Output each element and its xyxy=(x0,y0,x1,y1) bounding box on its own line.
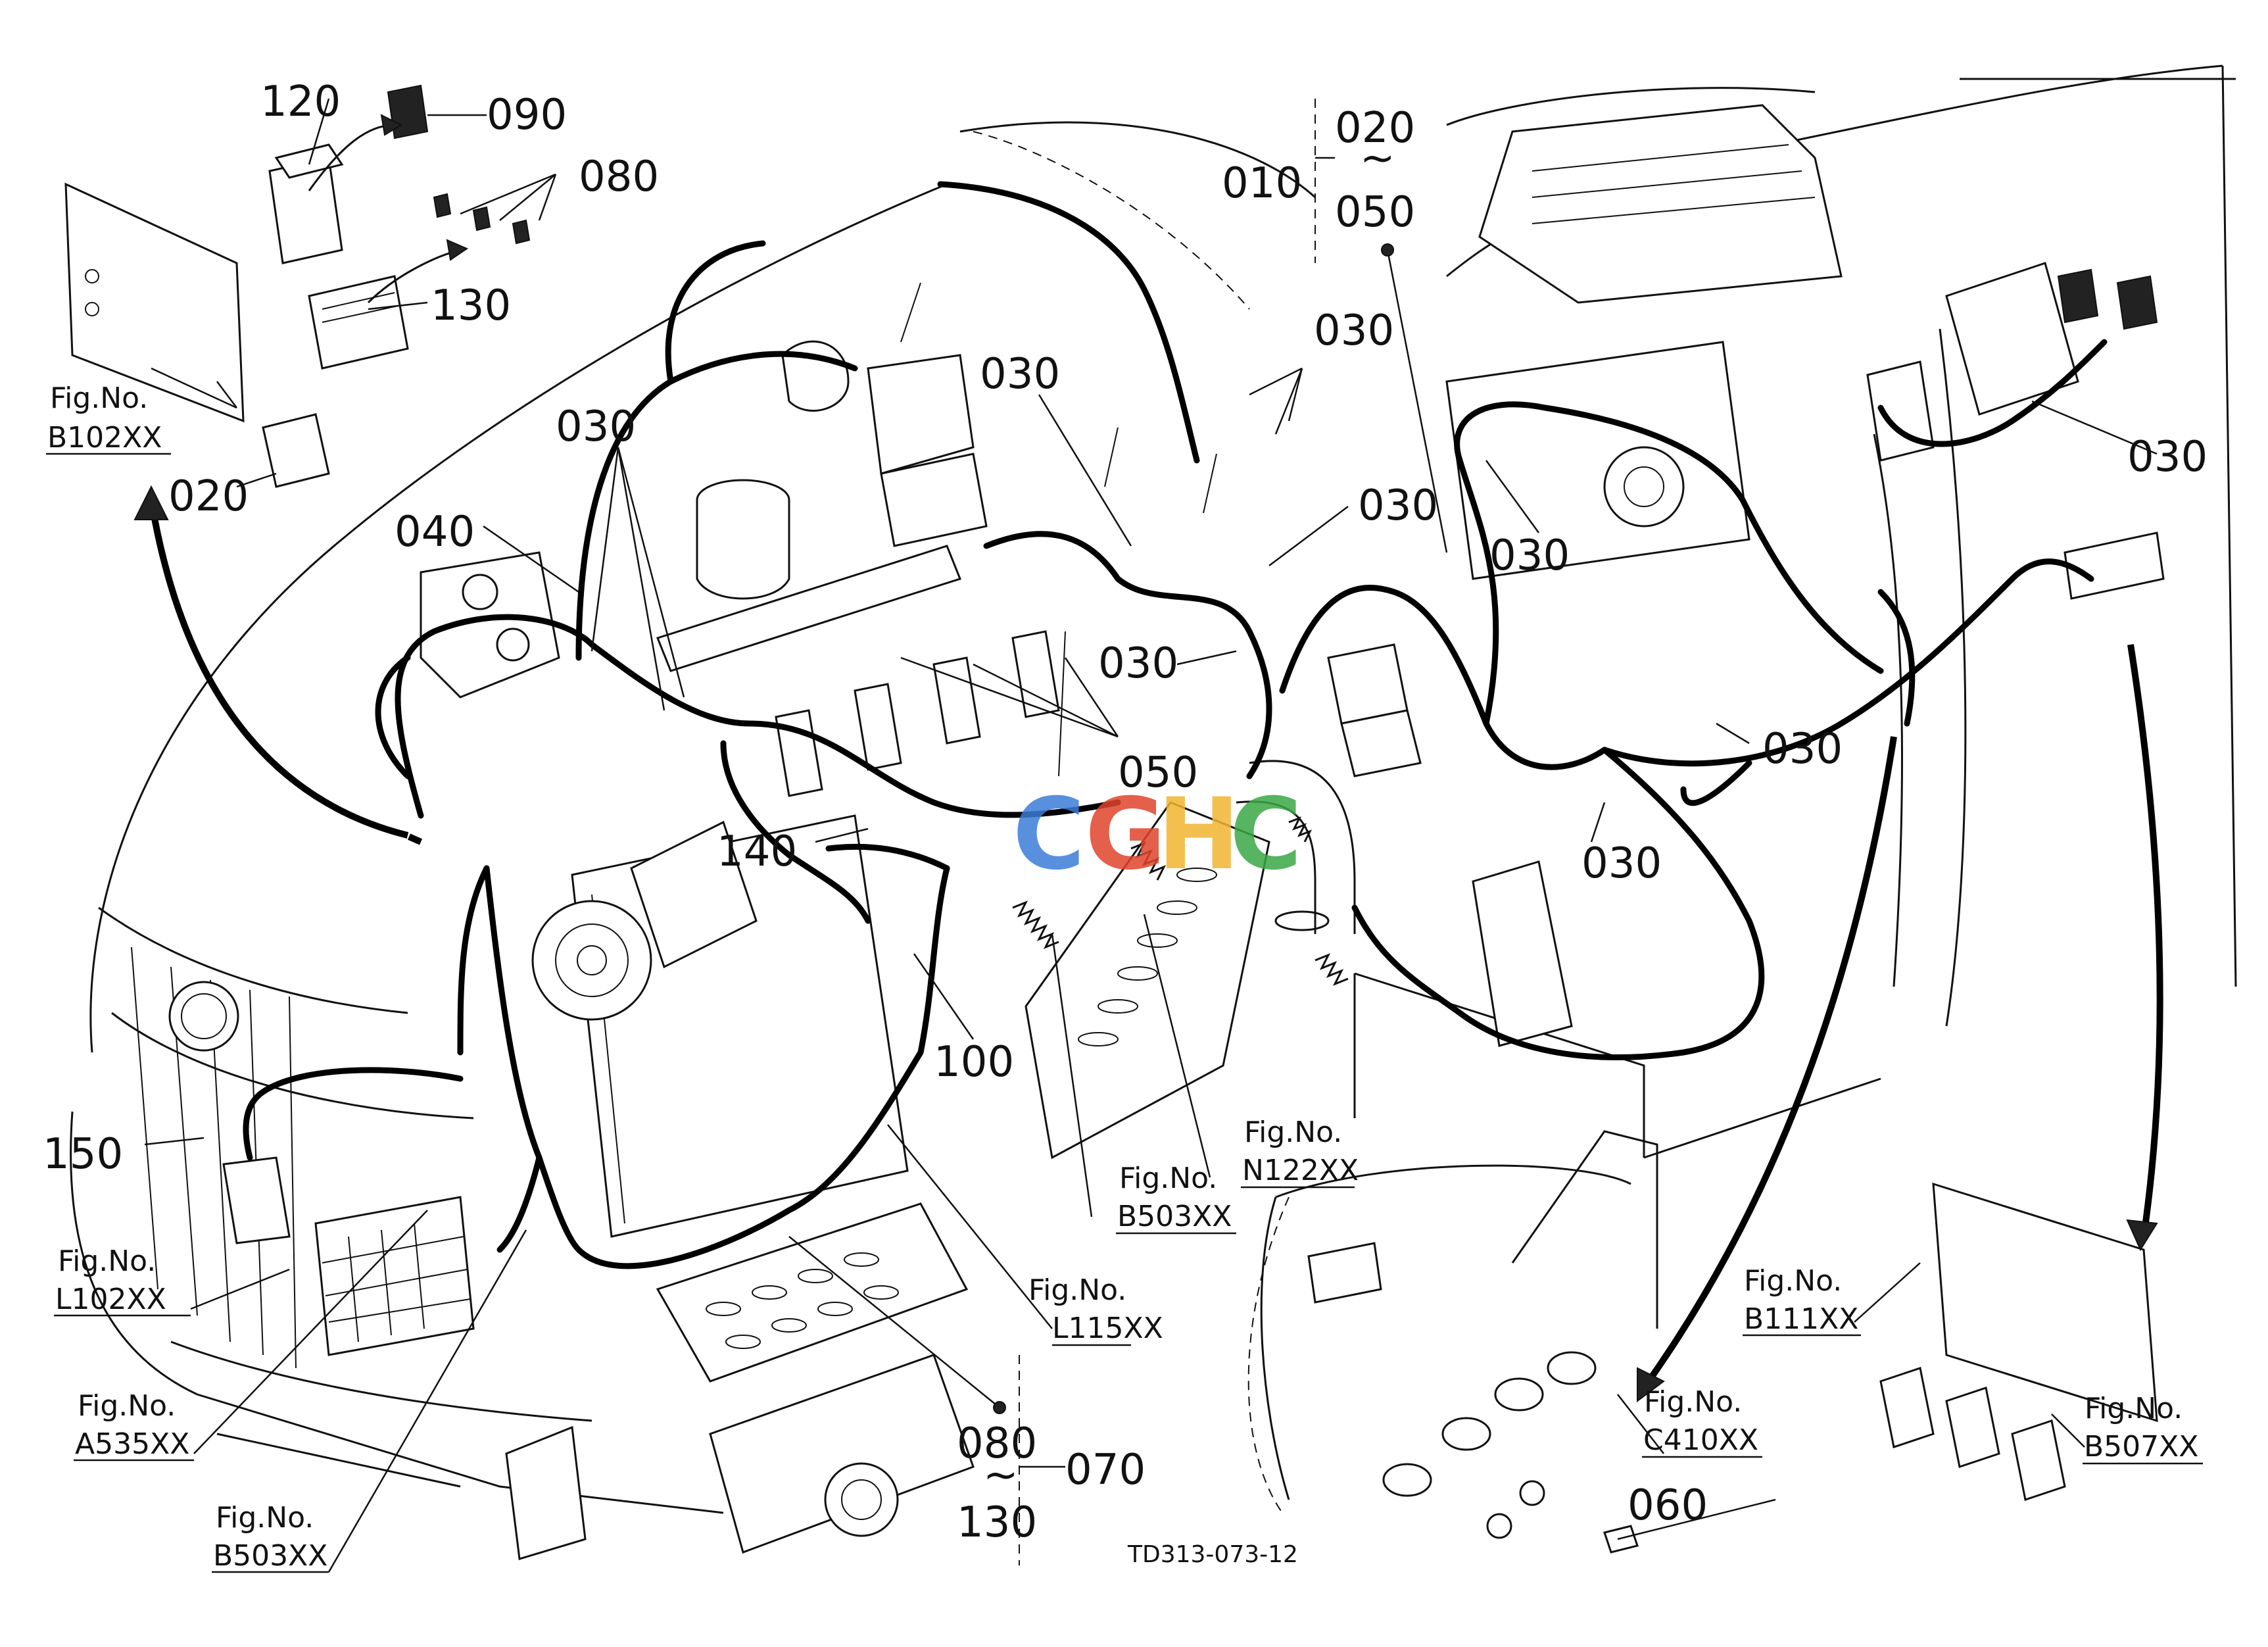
callout-020: 020 xyxy=(168,472,249,521)
range-top-tilde: ~ xyxy=(1360,134,1395,183)
ecu xyxy=(1945,262,2079,416)
relay-020 xyxy=(262,413,330,488)
rotary-valve xyxy=(1603,446,1685,528)
leader-lines xyxy=(144,98,2158,1573)
supply-pump xyxy=(531,900,652,1021)
solenoid-2 xyxy=(1340,709,1422,777)
watermark-letter-2: G xyxy=(1085,777,1166,892)
range-top-end: 050 xyxy=(1335,188,1415,237)
range-bottom-tilde: ~ xyxy=(983,1451,1019,1500)
fig-ref-n122xx-code: N122XX xyxy=(1242,1154,1359,1187)
fig-ref-c410xx-prefix: Fig.No. xyxy=(1644,1385,1742,1419)
watermark-letter-3: H xyxy=(1157,777,1240,892)
glow-plugs xyxy=(900,282,1217,777)
fig-ref-l115xx-prefix: Fig.No. xyxy=(1028,1273,1126,1307)
callout-070: 070 xyxy=(1065,1446,1146,1494)
fig-ref-b507xx-code: B507XX xyxy=(2084,1430,2198,1463)
callout-140: 140 xyxy=(717,827,797,876)
diagram-id: TD313-073-12 xyxy=(1127,1541,1298,1568)
injection-pump-left xyxy=(420,551,560,699)
callout-numbers: 120 090 080 130 020 040 030 030 030 030 … xyxy=(43,78,2208,1547)
battery-crate xyxy=(314,1196,475,1356)
front-emblem xyxy=(168,981,239,1052)
callout-030-f: 030 xyxy=(1489,531,1570,580)
common-rail xyxy=(656,545,961,672)
fig-ref-b503xx-2-prefix: Fig.No. xyxy=(1119,1162,1217,1195)
callout-030-i: 030 xyxy=(1581,839,1662,888)
tank-block xyxy=(1445,341,1750,580)
range-bottom-end: 130 xyxy=(957,1498,1037,1547)
callout-050: 050 xyxy=(1118,749,1198,797)
engine-components xyxy=(64,84,2165,1554)
range-top-start: 020 xyxy=(1335,104,1415,153)
fuse-090 xyxy=(387,84,429,139)
callout-040: 040 xyxy=(395,508,475,556)
callout-030-h: 030 xyxy=(1762,725,1843,774)
callout-100: 100 xyxy=(934,1038,1014,1087)
callout-030-c: 030 xyxy=(1314,307,1394,355)
reference-arrows xyxy=(133,114,2163,1402)
fig-ref-b102xx-prefix: Fig.No. xyxy=(50,381,148,415)
range-bottom-start: 080 xyxy=(957,1419,1037,1468)
fig-ref-b503xx-1-prefix: Fig.No. xyxy=(216,1501,314,1535)
fig-ref-l115xx-code: L115XX xyxy=(1052,1312,1163,1345)
relay-bracket xyxy=(1932,1182,2158,1423)
muffler-shroud xyxy=(1025,801,1270,1160)
step-block xyxy=(1307,1242,1382,1304)
callout-130: 130 xyxy=(431,282,511,330)
callout-030-b: 030 xyxy=(980,350,1060,399)
fig-ref-c410xx-code: C410XX xyxy=(1643,1423,1758,1457)
fuse-panel xyxy=(64,182,245,423)
injectors xyxy=(775,630,1060,797)
callout-090: 090 xyxy=(487,91,567,139)
fig-ref-b102xx-code: B102XX xyxy=(47,421,162,455)
solenoid-1 xyxy=(1327,643,1409,725)
fig-ref-underlines xyxy=(46,453,2203,1573)
watermark-letter-4: C xyxy=(1230,777,1302,892)
callout-010: 010 xyxy=(1222,159,1302,208)
callout-150: 150 xyxy=(43,1130,123,1179)
fig-ref-n122xx-prefix: Fig.No. xyxy=(1244,1116,1342,1149)
fig-ref-a535xx-prefix: Fig.No. xyxy=(78,1389,176,1423)
fig-ref-b111xx-code: B111XX xyxy=(1744,1302,1858,1336)
watermark-letter-1: C xyxy=(1013,777,1085,892)
callout-120: 120 xyxy=(260,78,341,126)
seat xyxy=(1478,104,1843,304)
fig-ref-b503xx-1-code: B503XX xyxy=(213,1539,327,1573)
callout-080: 080 xyxy=(579,153,659,201)
callout-030-g: 030 xyxy=(1098,639,1178,688)
fuse-box-130 xyxy=(308,275,409,370)
fig-ref-b507xx-prefix: Fig.No. xyxy=(2085,1392,2183,1425)
ground-terminals xyxy=(1382,1351,1639,1554)
drive-housing xyxy=(709,1354,975,1554)
fig-ref-l102xx-prefix: Fig.No. xyxy=(58,1244,156,1278)
fig-ref-b503xx-2-code: B503XX xyxy=(1117,1200,1232,1233)
control-valve xyxy=(1472,860,1573,1047)
watermark-logo: C G H C xyxy=(1013,777,1302,892)
figure-references: Fig.No. B102XX Fig.No. L102XX Fig.No. A5… xyxy=(47,381,2198,1573)
relay-cluster xyxy=(2063,531,2165,600)
fig-ref-l102xx-code: L102XX xyxy=(55,1283,166,1316)
egr-valve xyxy=(867,354,975,475)
callout-030-e: 030 xyxy=(2127,433,2208,481)
fig-ref-b111xx-prefix: Fig.No. xyxy=(1744,1264,1842,1298)
main-wire-harness xyxy=(243,181,2108,1269)
callout-030-d: 030 xyxy=(1358,481,1438,530)
lower-duct xyxy=(656,1202,969,1383)
fig-ref-a535xx-code: A535XX xyxy=(75,1427,189,1461)
callout-030-a: 030 xyxy=(556,403,636,451)
callout-060: 060 xyxy=(1628,1481,1708,1530)
